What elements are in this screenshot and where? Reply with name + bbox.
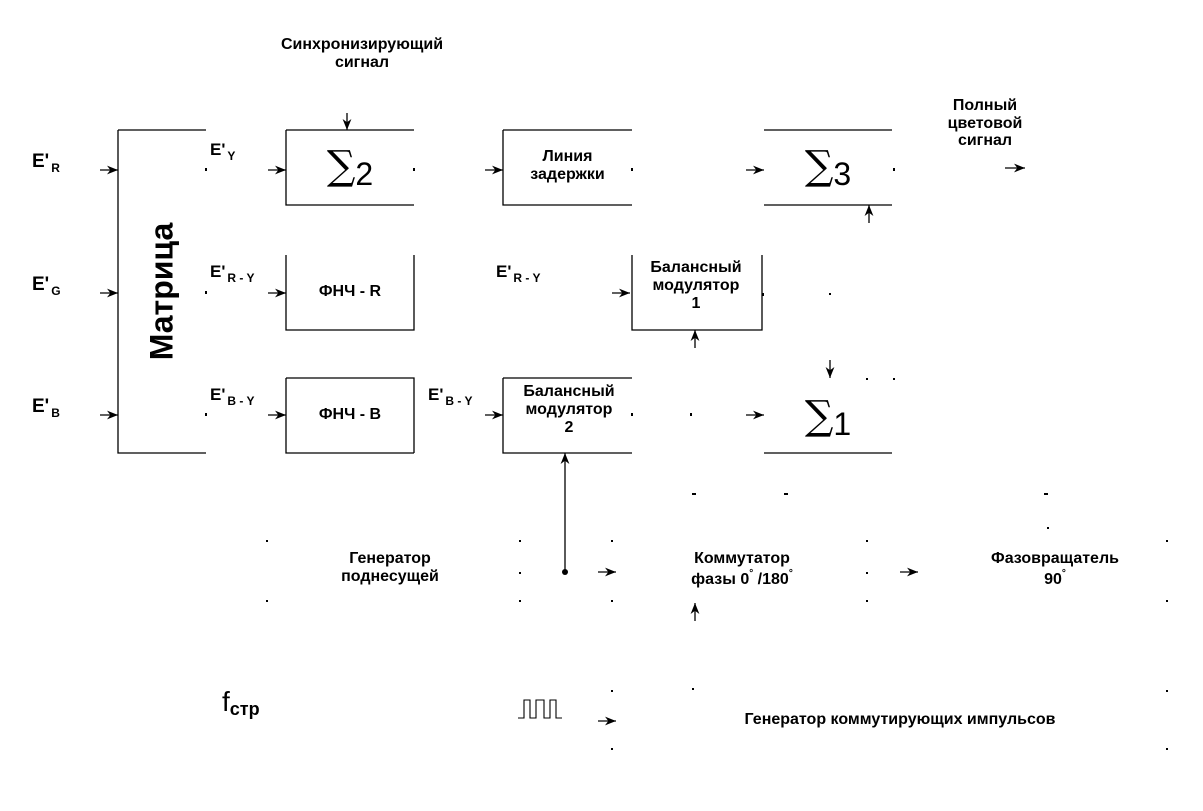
residual-marks <box>205 168 1168 750</box>
phase-shifter-line2: 90° <box>960 568 1150 589</box>
input-er-label: E'R <box>32 151 60 176</box>
bm2-block <box>502 377 632 454</box>
input-eb-sub: B <box>51 406 60 420</box>
delay-line2: задержки <box>530 166 605 184</box>
signal-eby2-base: E' <box>428 385 444 404</box>
lpf-b-text: ФНЧ - B <box>318 406 382 423</box>
subcarrier-label: Генератор поднесущей <box>300 550 480 587</box>
input-er-base: E' <box>32 151 50 172</box>
signal-eby2-sub: B - Y <box>445 394 473 408</box>
delay-block <box>502 129 632 206</box>
matrix-block <box>117 129 206 454</box>
sum3-index: 3 <box>833 156 852 192</box>
input-eg-base: E' <box>32 274 50 295</box>
sync-label: Синхронизирующий сигнал <box>250 36 474 73</box>
junction-dot <box>562 569 568 575</box>
subcarrier-line2: поднесущей <box>341 568 439 586</box>
fstr-sub: стр <box>229 699 260 719</box>
signal-eby1-label: E'B - Y <box>210 385 255 409</box>
commutator-deg-b: ° <box>788 568 793 580</box>
signal-eby1-sub: B - Y <box>227 394 255 408</box>
output-label: Полный цветовой сигнал <box>930 97 1040 150</box>
lpf-b-label: ФНЧ - B <box>286 406 414 424</box>
pulse-train-symbol <box>518 699 562 719</box>
sync-line2: сигнал <box>334 54 390 72</box>
sum1-glyph: ∑ <box>804 393 834 439</box>
sync-line1: Синхронизирующий <box>280 36 444 53</box>
subcarrier-line1: Генератор <box>349 550 431 567</box>
lpf-r-label: ФНЧ - R <box>286 283 414 301</box>
delay-line1: Линия <box>542 148 593 165</box>
matrix-label: Матрица <box>118 130 206 453</box>
sum2-block <box>285 129 414 206</box>
sum2-label: ∑2 <box>286 143 414 193</box>
commutator-phase-b: /180 <box>753 571 789 589</box>
lpf-b-block <box>285 377 415 454</box>
phase-shifter-label: Фазовращатель 90° <box>960 550 1150 590</box>
signal-eby1-base: E' <box>210 385 226 404</box>
signal-ey-base: E' <box>210 140 226 159</box>
fstr-base: f <box>222 686 230 717</box>
commutator-line1: Коммутатор <box>694 550 790 567</box>
commutator-phase-a: фазы 0 <box>691 571 750 589</box>
bm1-line1: Балансный <box>650 259 742 276</box>
sum1-index: 1 <box>833 406 852 442</box>
output-line2: цветовой <box>947 114 1023 132</box>
signal-ery2-sub: R - Y <box>513 271 541 285</box>
commutator-deg-a: ° <box>749 568 754 580</box>
output-line3: сигнал <box>957 132 1013 150</box>
pulse-gen-text: Генератор коммутирующих импульсов <box>744 711 1056 728</box>
signal-ey-sub: Y <box>227 149 236 163</box>
bm1-line3: 1 <box>691 294 701 312</box>
input-er-sub: R <box>51 161 60 175</box>
fstr-label: fстр <box>222 686 260 720</box>
bm2-label: Балансный модулятор 2 <box>503 383 635 437</box>
phase-shifter-value: 90 <box>1044 571 1062 589</box>
signal-ery1-base: E' <box>210 262 226 281</box>
commutator-label: Коммутатор фазы 0° /180° <box>652 550 832 590</box>
bm2-line1: Балансный <box>523 383 615 400</box>
sum1-label: ∑1 <box>764 393 892 443</box>
input-eb-base: E' <box>32 396 50 417</box>
signal-eby2-label: E'B - Y <box>428 385 473 409</box>
sum2-glyph: ∑ <box>326 143 356 189</box>
signal-ery2-label: E'R - Y <box>496 262 541 286</box>
pulse-gen-label: Генератор коммутирующих импульсов <box>680 711 1120 729</box>
signal-ey-label: E'Y <box>210 140 235 164</box>
phase-shifter-line1: Фазовращатель <box>991 550 1119 567</box>
delay-label: Линия задержки <box>503 148 632 185</box>
sum3-label: ∑3 <box>764 143 892 193</box>
bm1-line2: модулятор <box>652 276 740 294</box>
signal-ery1-label: E'R - Y <box>210 262 255 286</box>
signal-ery2-base: E' <box>496 262 512 281</box>
bm2-line2: модулятор <box>525 400 613 418</box>
bm1-label: Балансный модулятор 1 <box>630 259 762 313</box>
bm2-line3: 2 <box>564 418 574 436</box>
lpf-r-text: ФНЧ - R <box>318 283 382 300</box>
input-eb-label: E'B <box>32 396 60 421</box>
input-eg-sub: G <box>51 284 61 298</box>
input-eg-label: E'G <box>32 274 61 299</box>
matrix-text: Матрица <box>143 222 180 361</box>
commutator-line2: фазы 0° /180° <box>652 568 832 589</box>
phase-shifter-deg: ° <box>1061 568 1066 580</box>
sum2-index: 2 <box>355 156 374 192</box>
output-line1: Полный <box>952 97 1018 114</box>
sum3-glyph: ∑ <box>804 143 834 189</box>
signal-ery1-sub: R - Y <box>227 271 255 285</box>
